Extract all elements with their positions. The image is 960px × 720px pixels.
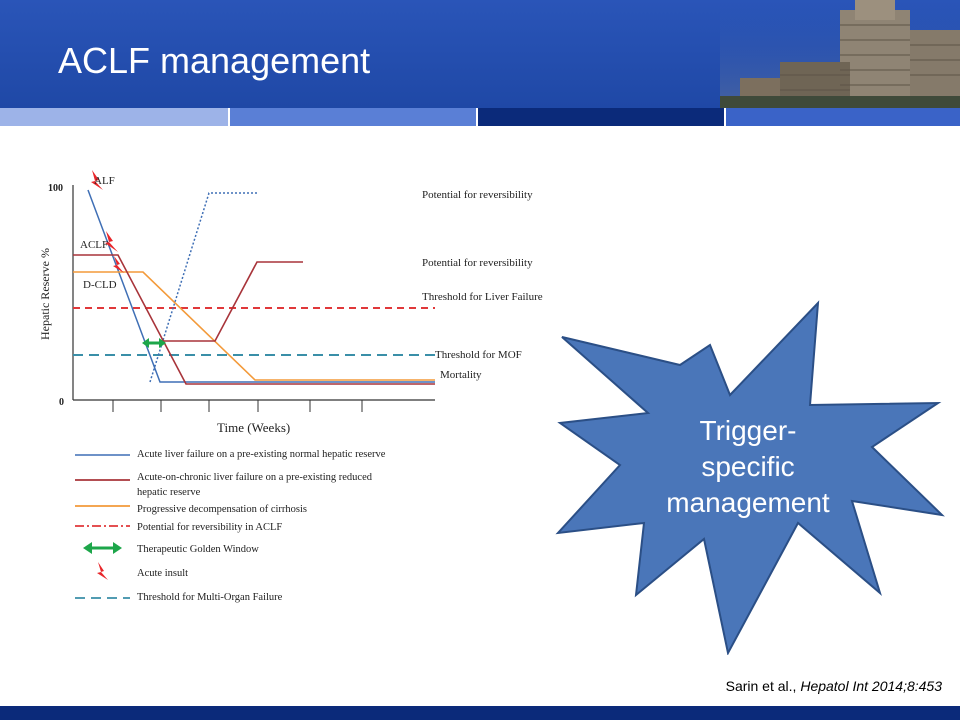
y-top-label: 100 (48, 183, 63, 194)
legend-aclf-text: Acute-on-chronic liver failure on a pre-… (137, 472, 373, 483)
threshold-lf-annotation: Threshold for Liver Failure (422, 291, 543, 303)
footer-bar (0, 706, 960, 720)
alf-recovery-curve (149, 192, 258, 383)
aclf-recovery-curve (160, 261, 303, 342)
dcld-lightning-icon (113, 256, 124, 273)
starburst-line-2: specific (701, 451, 794, 482)
starburst-line-3: management (666, 487, 830, 518)
golden-window-arrow (142, 338, 166, 348)
header-band-3 (478, 108, 724, 126)
x-axis-label: Time (Weeks) (217, 420, 290, 435)
legend-reversibility-text: Potential for reversibility in ACLF (137, 522, 282, 533)
alf-lightning-icon (91, 170, 103, 190)
reversibility-aclf-annotation: Potential for reversibility (422, 257, 533, 269)
legend-lightning-icon (97, 562, 108, 580)
threshold-mof-annotation: Threshold for MOF (435, 349, 522, 361)
slide-title: ACLF management (58, 40, 371, 81)
aclf-lightning-icon (105, 231, 118, 252)
legend-mof-text: Threshold for Multi-Organ Failure (137, 592, 283, 603)
dcld-curve (73, 271, 435, 381)
aclf-curve (73, 254, 435, 385)
alf-curve (87, 189, 435, 383)
y-axis-label: Hepatic Reserve % (38, 248, 52, 340)
hospital-building-image (720, 0, 960, 108)
starburst-line-1: Trigger- (700, 415, 797, 446)
dcld-label: D-CLD (83, 279, 117, 291)
legend-alf-text: Acute liver failure on a pre-existing no… (137, 449, 386, 460)
starburst-callout: Trigger- specific management (555, 300, 945, 655)
header-band-1 (0, 108, 228, 126)
citation-authors: Sarin et al., (725, 678, 797, 694)
alf-label: ALF (94, 175, 115, 187)
legend-golden-window-icon (83, 542, 122, 554)
legend-golden-window-text: Therapeutic Golden Window (137, 544, 259, 555)
legend-dcld-text: Progressive decompensation of cirrhosis (137, 504, 307, 515)
mortality-annotation: Mortality (440, 369, 482, 381)
citation: Sarin et al., Hepatol Int 2014;8:453 (726, 678, 942, 694)
aclf-label: ACLF (80, 239, 108, 251)
legend-acute-insult-text: Acute insult (137, 568, 188, 579)
aclf-diagram: 100 0 Hepatic Reserve % Time (Weeks) ALF… (38, 170, 543, 603)
citation-journal: Hepatol Int 2014;8:453 (800, 678, 942, 694)
starburst-shape (555, 300, 945, 655)
y-bottom-label: 0 (59, 397, 64, 408)
x-ticks (112, 400, 363, 412)
legend-aclf-text-2: hepatic reserve (137, 487, 201, 498)
legend: Acute liver failure on a pre-existing no… (75, 449, 386, 603)
header-band-2 (230, 108, 476, 126)
header-band-4 (726, 108, 960, 126)
reversibility-alf-annotation: Potential for reversibility (422, 189, 533, 201)
